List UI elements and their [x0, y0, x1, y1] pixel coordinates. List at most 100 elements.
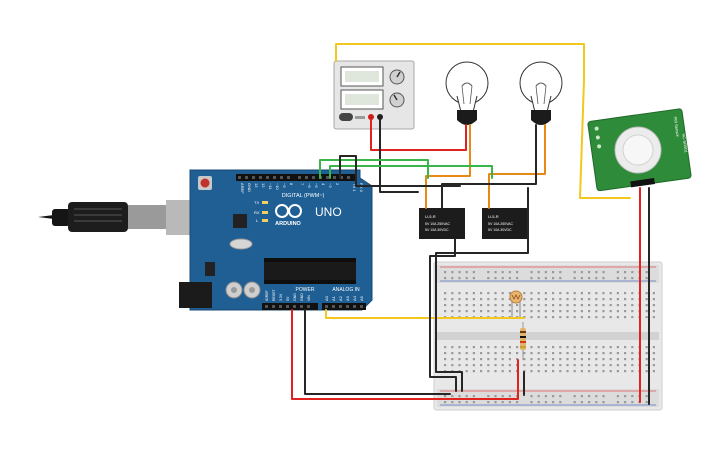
resistor[interactable] [520, 322, 526, 360]
breadboard-hole [595, 364, 598, 367]
relay-2-label-1: U-5-R [488, 214, 499, 219]
pir-sensor[interactable]: PIR Sensor HC-SR501 [587, 108, 693, 192]
breadboard-hole [552, 395, 555, 398]
breadboard-hole [588, 401, 591, 404]
breadboard-hole [573, 316, 576, 319]
breadboard-hole [530, 370, 533, 373]
breadboard-hole [580, 358, 583, 361]
breadboard-hole [480, 310, 483, 313]
breadboard-hole [595, 316, 598, 319]
breadboard-hole [472, 292, 475, 295]
light-bulb-2 [519, 61, 563, 125]
breadboard[interactable] [433, 261, 663, 411]
breadboard-hole [559, 292, 562, 295]
breadboard-hole [559, 316, 562, 319]
breadboard-hole [480, 370, 483, 373]
arduino-uno-board[interactable]: DIGITAL (PWM~) AREF GND 13 12 ~11 ~10 ~9… [179, 169, 373, 311]
breadboard-hole [458, 298, 461, 301]
breadboard-hole [609, 316, 612, 319]
breadboard-hole [645, 364, 648, 367]
breadboard-hole [480, 304, 483, 307]
relay-1[interactable]: U-5-R 5V 10A 250VAC 5V 10A 30VDC [419, 208, 465, 239]
breadboard-hole [559, 298, 562, 301]
breadboard-hole [609, 346, 612, 349]
breadboard-hole [523, 352, 526, 355]
wire-orange-1 [425, 124, 471, 209]
analog-pin-labels: A0 A1 A2 A3 A4 A5 [324, 295, 364, 301]
relay-2[interactable]: U-5-R 5V 10A 250VAC 5V 10A 30VDC [482, 208, 528, 239]
breadboard-hole [480, 358, 483, 361]
svg-text:~9: ~9 [282, 183, 287, 188]
breadboard-hole [631, 358, 634, 361]
breadboard-hole [523, 292, 526, 295]
arduino-model: UNO [315, 205, 342, 219]
breadboard-hole [609, 298, 612, 301]
breadboard-hole [508, 352, 511, 355]
breadboard-hole [573, 271, 576, 274]
power-switch[interactable] [339, 113, 353, 121]
breadboard-hole [530, 271, 533, 274]
svg-text:IOREF: IOREF [265, 290, 269, 301]
breadboard-hole [451, 364, 454, 367]
breadboard-hole [508, 292, 511, 295]
breadboard-hole [444, 346, 447, 349]
breadboard-hole [566, 304, 569, 307]
breadboard-hole [645, 370, 648, 373]
photoresistor[interactable] [509, 290, 523, 318]
breadboard-hole [588, 277, 591, 280]
breadboard-hole [537, 292, 540, 295]
breadboard-hole [602, 298, 605, 301]
breadboard-hole [480, 364, 483, 367]
breadboard-hole [544, 304, 547, 307]
breadboard-hole [530, 346, 533, 349]
breadboard-hole [552, 271, 555, 274]
breadboard-hole [588, 316, 591, 319]
breadboard-hole [559, 401, 562, 404]
breadboard-hole [544, 310, 547, 313]
breadboard-hole [595, 304, 598, 307]
breadboard-hole [516, 310, 519, 313]
breadboard-hole [552, 304, 555, 307]
breadboard-hole [530, 358, 533, 361]
svg-text:8: 8 [289, 183, 294, 186]
breadboard-hole [559, 346, 562, 349]
breadboard-hole [588, 395, 591, 398]
wire-black-relay2 [435, 187, 529, 392]
svg-text:~5: ~5 [314, 183, 319, 188]
breadboard-hole [458, 292, 461, 295]
svg-text:VIN: VIN [307, 295, 311, 301]
breadboard-hole [487, 358, 490, 361]
breadboard-hole [544, 401, 547, 404]
breadboard-hole [501, 271, 504, 274]
breadboard-hole [537, 310, 540, 313]
breadboard-hole [537, 364, 540, 367]
breadboard-hole [616, 304, 619, 307]
svg-text:3.3V: 3.3V [279, 293, 283, 301]
svg-text:A3: A3 [345, 295, 350, 301]
breadboard-hole [631, 395, 634, 398]
breadboard-hole [602, 401, 605, 404]
breadboard-hole [552, 277, 555, 280]
arduino-brand: ARDUINO [275, 221, 301, 227]
breadboard-hole [645, 292, 648, 295]
breadboard-hole [559, 370, 562, 373]
svg-text:RX 0: RX 0 [359, 183, 364, 193]
breadboard-hole [487, 352, 490, 355]
wire-green-1 [319, 159, 429, 179]
breadboard-hole [588, 352, 591, 355]
breadboard-hole [588, 364, 591, 367]
breadboard-hole [487, 364, 490, 367]
breadboard-hole [602, 370, 605, 373]
breadboard-hole [472, 358, 475, 361]
wire-black-digital [339, 155, 461, 187]
breadboard-hole [566, 346, 569, 349]
breadboard-hole [573, 310, 576, 313]
breadboard-hole [616, 298, 619, 301]
breadboard-hole [508, 346, 511, 349]
breadboard-hole [494, 346, 497, 349]
breadboard-hole [645, 310, 648, 313]
power-supply[interactable] [333, 60, 415, 130]
relay-1-label-2: 5V 10A 250VAC [425, 222, 451, 226]
breadboard-hole [544, 292, 547, 295]
breadboard-hole [444, 310, 447, 313]
